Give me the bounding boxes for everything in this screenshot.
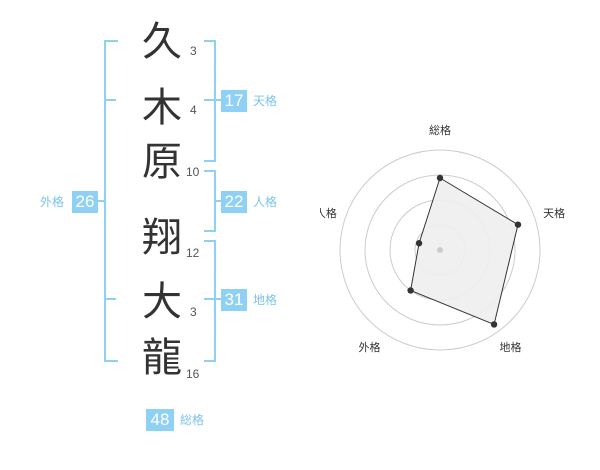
tenkaku-connector [216, 99, 222, 101]
name-char-2: 木 [142, 85, 182, 131]
radar-point [436, 174, 444, 182]
radar-axis-label: 天格 [543, 206, 565, 220]
tenkaku-bracket [204, 40, 216, 162]
name-char-5: 大 [142, 279, 182, 325]
tenkaku-label: 天格 [253, 94, 278, 108]
jinkaku-bracket [204, 170, 216, 232]
chikaku-bracket [204, 240, 216, 362]
radar-axis-label: 外格 [358, 340, 380, 354]
radar-axis-label: 総格 [429, 123, 451, 137]
name-char-1: 久 [142, 19, 182, 65]
soukaku-label: 総格 [180, 413, 205, 427]
gaikaku-value: 26 [72, 191, 98, 213]
tenkaku-bracket-tick [204, 99, 214, 101]
name-char-3: 原 [142, 139, 182, 185]
chikaku-label: 地格 [253, 293, 278, 307]
stroke-count-1: 3 [190, 44, 197, 58]
chikaku-value: 31 [221, 289, 247, 311]
radar-point [407, 287, 414, 294]
radar-point [514, 221, 522, 228]
jinkaku-label: 人格 [253, 195, 278, 209]
tenkaku-value: 17 [221, 90, 247, 112]
name-char-4: 翔 [142, 215, 182, 261]
outer-bracket-tick [104, 99, 116, 101]
soukaku-value: 48 [146, 409, 174, 431]
radar-point [490, 321, 498, 328]
stroke-count-3: 10 [186, 165, 200, 179]
radar-axis-label: 地格 [500, 340, 522, 354]
radar-data-polygon [410, 177, 519, 326]
outer-bracket [104, 40, 118, 362]
jinkaku-connector [216, 200, 222, 202]
outer-bracket-tick [104, 298, 116, 300]
radar-grid-ring [339, 149, 541, 351]
radar-axis-label: 人格 [320, 206, 337, 220]
name-char-6: 龍 [142, 335, 182, 381]
stroke-count-6: 16 [186, 367, 200, 381]
stroke-count-2: 4 [190, 103, 197, 117]
stroke-count-5: 3 [190, 305, 197, 319]
chikaku-connector [216, 298, 222, 300]
chikaku-bracket-tick [204, 298, 214, 300]
gaikaku-label: 外格 [40, 195, 65, 209]
stroke-count-4: 12 [186, 246, 200, 260]
radar-point [415, 240, 423, 247]
outer-bracket-connector [96, 200, 104, 202]
jinkaku-value: 22 [221, 191, 247, 213]
radar-center-dot [437, 247, 443, 253]
